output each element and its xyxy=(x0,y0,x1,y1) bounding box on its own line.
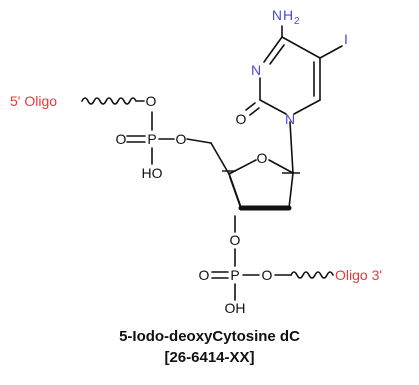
phosphate-bottom-link-oxygen-label: O xyxy=(262,267,273,283)
amine-nitrogen-label: N xyxy=(272,7,282,23)
bond-lines xyxy=(81,25,343,301)
phosphate-top-double-oxygen-label: O xyxy=(116,131,127,147)
bond-n3-c4-double xyxy=(269,44,285,65)
bond-c2-o-double xyxy=(249,107,260,116)
phosphate-top-sugar-oxygen-label: O xyxy=(176,131,187,147)
bond-c6-n1 xyxy=(293,99,321,115)
bond-c4-c5 xyxy=(281,36,321,59)
catalog-number: [26-6414-XX] xyxy=(164,349,255,366)
bond-c5prime-o xyxy=(186,138,212,144)
bond-n1-c2 xyxy=(259,99,287,115)
phosphate-bottom-double-oxygen-label: O xyxy=(199,267,210,283)
ring-n1-label: N xyxy=(285,111,295,127)
wavy-linker-3prime xyxy=(290,271,334,279)
compound-name: 5-Iodo-deoxyCytosine dC xyxy=(119,328,300,345)
amine-hydrogen-label: H xyxy=(283,7,293,23)
ring-n3-label: N xyxy=(251,62,261,78)
bond-c5-iodine xyxy=(319,45,343,59)
phosphate-top-link-oxygen-label: O xyxy=(146,93,157,109)
bond-n3-c4 xyxy=(263,36,283,63)
oligo-3prime-label: Oligo 3' xyxy=(335,267,382,283)
bond-c1prime-o4 xyxy=(268,159,294,174)
bond-c4prime-c5prime xyxy=(210,142,230,175)
wavy-linker-5prime xyxy=(81,97,145,105)
phosphate-top-phosphorus-label: P xyxy=(147,131,156,147)
oligo-5prime-label: 5' Oligo xyxy=(10,93,57,109)
wedge-c4prime-c3prime xyxy=(229,171,241,211)
carbonyl-oxygen-label: O xyxy=(236,111,247,127)
wedge-c2prime-c1prime xyxy=(289,170,293,211)
bond-c2-o xyxy=(245,102,256,111)
iodine-label: I xyxy=(344,31,348,47)
bond-o4-c4prime xyxy=(228,159,257,175)
bond-n1-c1prime xyxy=(289,121,294,174)
sugar-oxygen-label: O xyxy=(257,150,268,166)
phosphate-bottom-sugar-oxygen-label: O xyxy=(230,232,241,248)
phosphate-bottom-phosphorus-label: P xyxy=(230,267,239,283)
phosphate-bottom-hydroxyl-label: OH xyxy=(225,300,246,316)
phosphate-top-hydroxyl-label: HO xyxy=(142,165,163,181)
amine-subscript-label: 2 xyxy=(294,16,300,27)
